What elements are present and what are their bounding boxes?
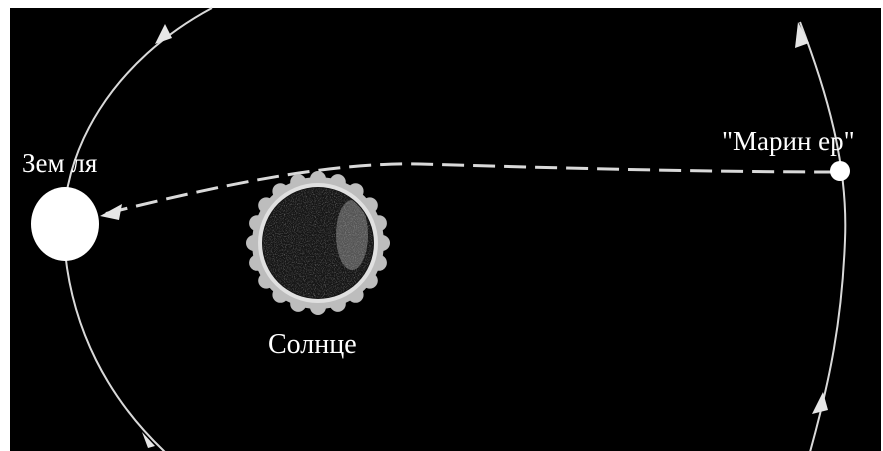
mariner-label: "Марин ер" bbox=[722, 126, 855, 156]
earth-disk bbox=[31, 187, 99, 261]
diagram-background bbox=[10, 8, 881, 451]
sun-label: Солнце bbox=[268, 329, 357, 360]
earth-label: Зем ля bbox=[22, 148, 97, 178]
mariner-dot bbox=[830, 161, 850, 181]
